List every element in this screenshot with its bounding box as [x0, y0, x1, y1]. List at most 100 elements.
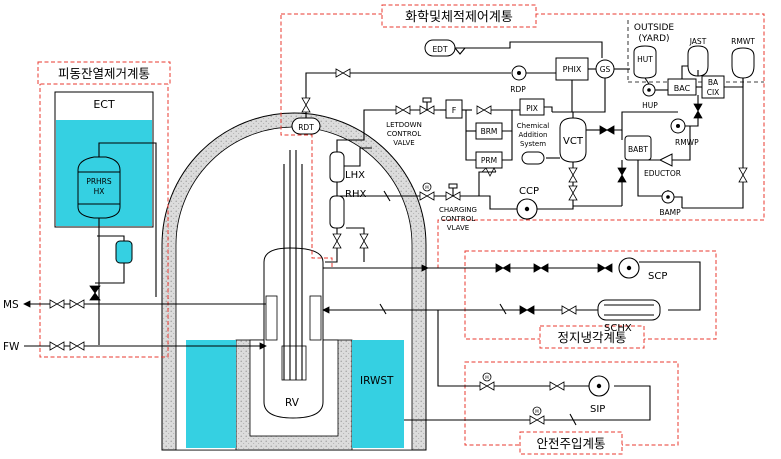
pool-water-left: [186, 340, 236, 448]
cvcs-boundary: [280, 13, 765, 269]
reactor-vessel: [263, 247, 324, 419]
bamp-label: BAMP: [659, 208, 681, 217]
prm-label: PRM: [481, 156, 497, 165]
charging-label-2: CONTROL: [441, 215, 475, 223]
rmwp-label: RMWP: [675, 138, 699, 147]
prhrs-return: [98, 263, 125, 345]
si-check-valve: [569, 413, 577, 426]
ccp-label: CCP: [519, 186, 539, 197]
sc-valve-2: [533, 263, 549, 273]
vct-tank: [559, 117, 587, 163]
outside-label-1: OUTSIDE: [634, 23, 674, 33]
sip-label: SIP: [590, 404, 605, 415]
hup-label: HUP: [642, 101, 658, 110]
safety-injection-label: 안전주입계통: [536, 436, 605, 451]
si-line-lower: [404, 385, 651, 421]
letdown-valve-2: [476, 105, 492, 115]
chem-label-1: Chemical: [517, 122, 550, 130]
passive-rhr-label: 피동잔열제거계통: [58, 66, 150, 81]
edt-vent: [454, 47, 466, 55]
fw-valve-1: [49, 341, 65, 351]
rhx-hx: [329, 195, 345, 229]
letdown-label-2: CONTROL: [387, 130, 421, 138]
ms-label: MS: [3, 299, 19, 311]
svg-text:M: M: [485, 375, 489, 380]
filter-box: [445, 99, 463, 119]
prhrs-condensate-line: [95, 218, 100, 284]
sc-valve-1: [495, 263, 511, 273]
safety-injection-label-box: [519, 431, 623, 455]
rmwt-tank: [731, 47, 755, 79]
safety-injection-boundary: [464, 361, 679, 446]
hut-label: HUT: [637, 55, 653, 64]
rhx-valve-2: [359, 233, 369, 249]
phix-label: PHIX: [563, 65, 582, 74]
ba-cix-label-1: BA: [708, 78, 719, 87]
passive-rhr-label-box: [37, 61, 171, 85]
scp-label: SCP: [648, 271, 667, 282]
rdp-label: RDP: [510, 85, 526, 94]
schx-label: SCHX: [604, 323, 632, 334]
check-valve-charging: [383, 190, 391, 202]
letdown-control-valve: [419, 97, 435, 115]
si-line-upper: [437, 322, 604, 387]
vct-outlet-valve-1: [568, 167, 578, 183]
gs-down: [552, 78, 606, 113]
shutdown-cooling-label-box: [539, 325, 645, 349]
prhrs-hx-label-1: PRHRS: [86, 177, 112, 186]
rv-label: RV: [285, 397, 300, 409]
jast-valve: [693, 103, 703, 119]
letdown-label-1: LETDOWN: [386, 121, 422, 129]
ba-cix-label-2: CIX: [707, 88, 720, 97]
charging-label-1: CHARGING: [439, 206, 477, 214]
sc-valve-3: [597, 263, 613, 273]
fw-arrow: [259, 342, 267, 350]
bac-label: BAC: [674, 84, 691, 93]
letdown-label-3: VALVE: [393, 139, 414, 147]
rmwt-line: [682, 78, 744, 209]
vct-inlet-valve: [599, 125, 615, 135]
brm-label: BRM: [481, 127, 498, 136]
cvcs-label: 화학및체적제어계통: [405, 10, 513, 25]
svg-text:M: M: [535, 409, 539, 414]
irwst-label: IRWST: [360, 375, 394, 387]
rhx-valve-1: [332, 233, 342, 249]
si-valve-m: [479, 372, 495, 391]
rmwt-valve: [738, 167, 748, 183]
shutdown-cooling-boundary: [464, 250, 717, 340]
rdt-valve: [301, 97, 311, 113]
schx-hx: [597, 299, 661, 321]
lhx-hx: [329, 151, 345, 183]
letdown-line: [363, 109, 440, 130]
hut-tank: [633, 45, 657, 79]
steam-generator-right: [309, 295, 322, 341]
sc-check-valve-2: [379, 303, 387, 315]
eductor: [658, 153, 673, 167]
jast-label: JAST: [689, 37, 707, 46]
sc-check-valve: [499, 303, 507, 315]
charging-bypass: [478, 171, 496, 196]
ms-arrow: [23, 300, 31, 308]
sc-return-valve-1: [561, 305, 577, 315]
cvcs-label-box: [381, 4, 537, 28]
ect-label: ECT: [93, 98, 115, 111]
pix-label: PIX: [526, 104, 538, 113]
shutdown-cooling-label: 정지냉각계통: [557, 330, 626, 345]
chem-tank: [521, 151, 545, 165]
prhrs-hx-label-2: HX: [94, 187, 105, 196]
svg-text:M: M: [425, 185, 429, 190]
passive-rhr-boundary: [39, 71, 169, 358]
si-valve: [549, 381, 565, 391]
letdown-valve-1: [395, 105, 411, 115]
rhx-label: RHX: [345, 189, 366, 200]
fw-label: FW: [3, 341, 20, 353]
babt-label: BABT: [628, 145, 648, 154]
irwst-water: [352, 340, 404, 448]
chem-label-3: System: [520, 140, 546, 148]
charging-label-3: VLAVE: [447, 224, 469, 232]
edt-line: [455, 41, 603, 58]
gs-label: GS: [600, 65, 611, 74]
vct-label: VCT: [563, 136, 584, 147]
prhrs-makeup-tank: [115, 240, 133, 264]
